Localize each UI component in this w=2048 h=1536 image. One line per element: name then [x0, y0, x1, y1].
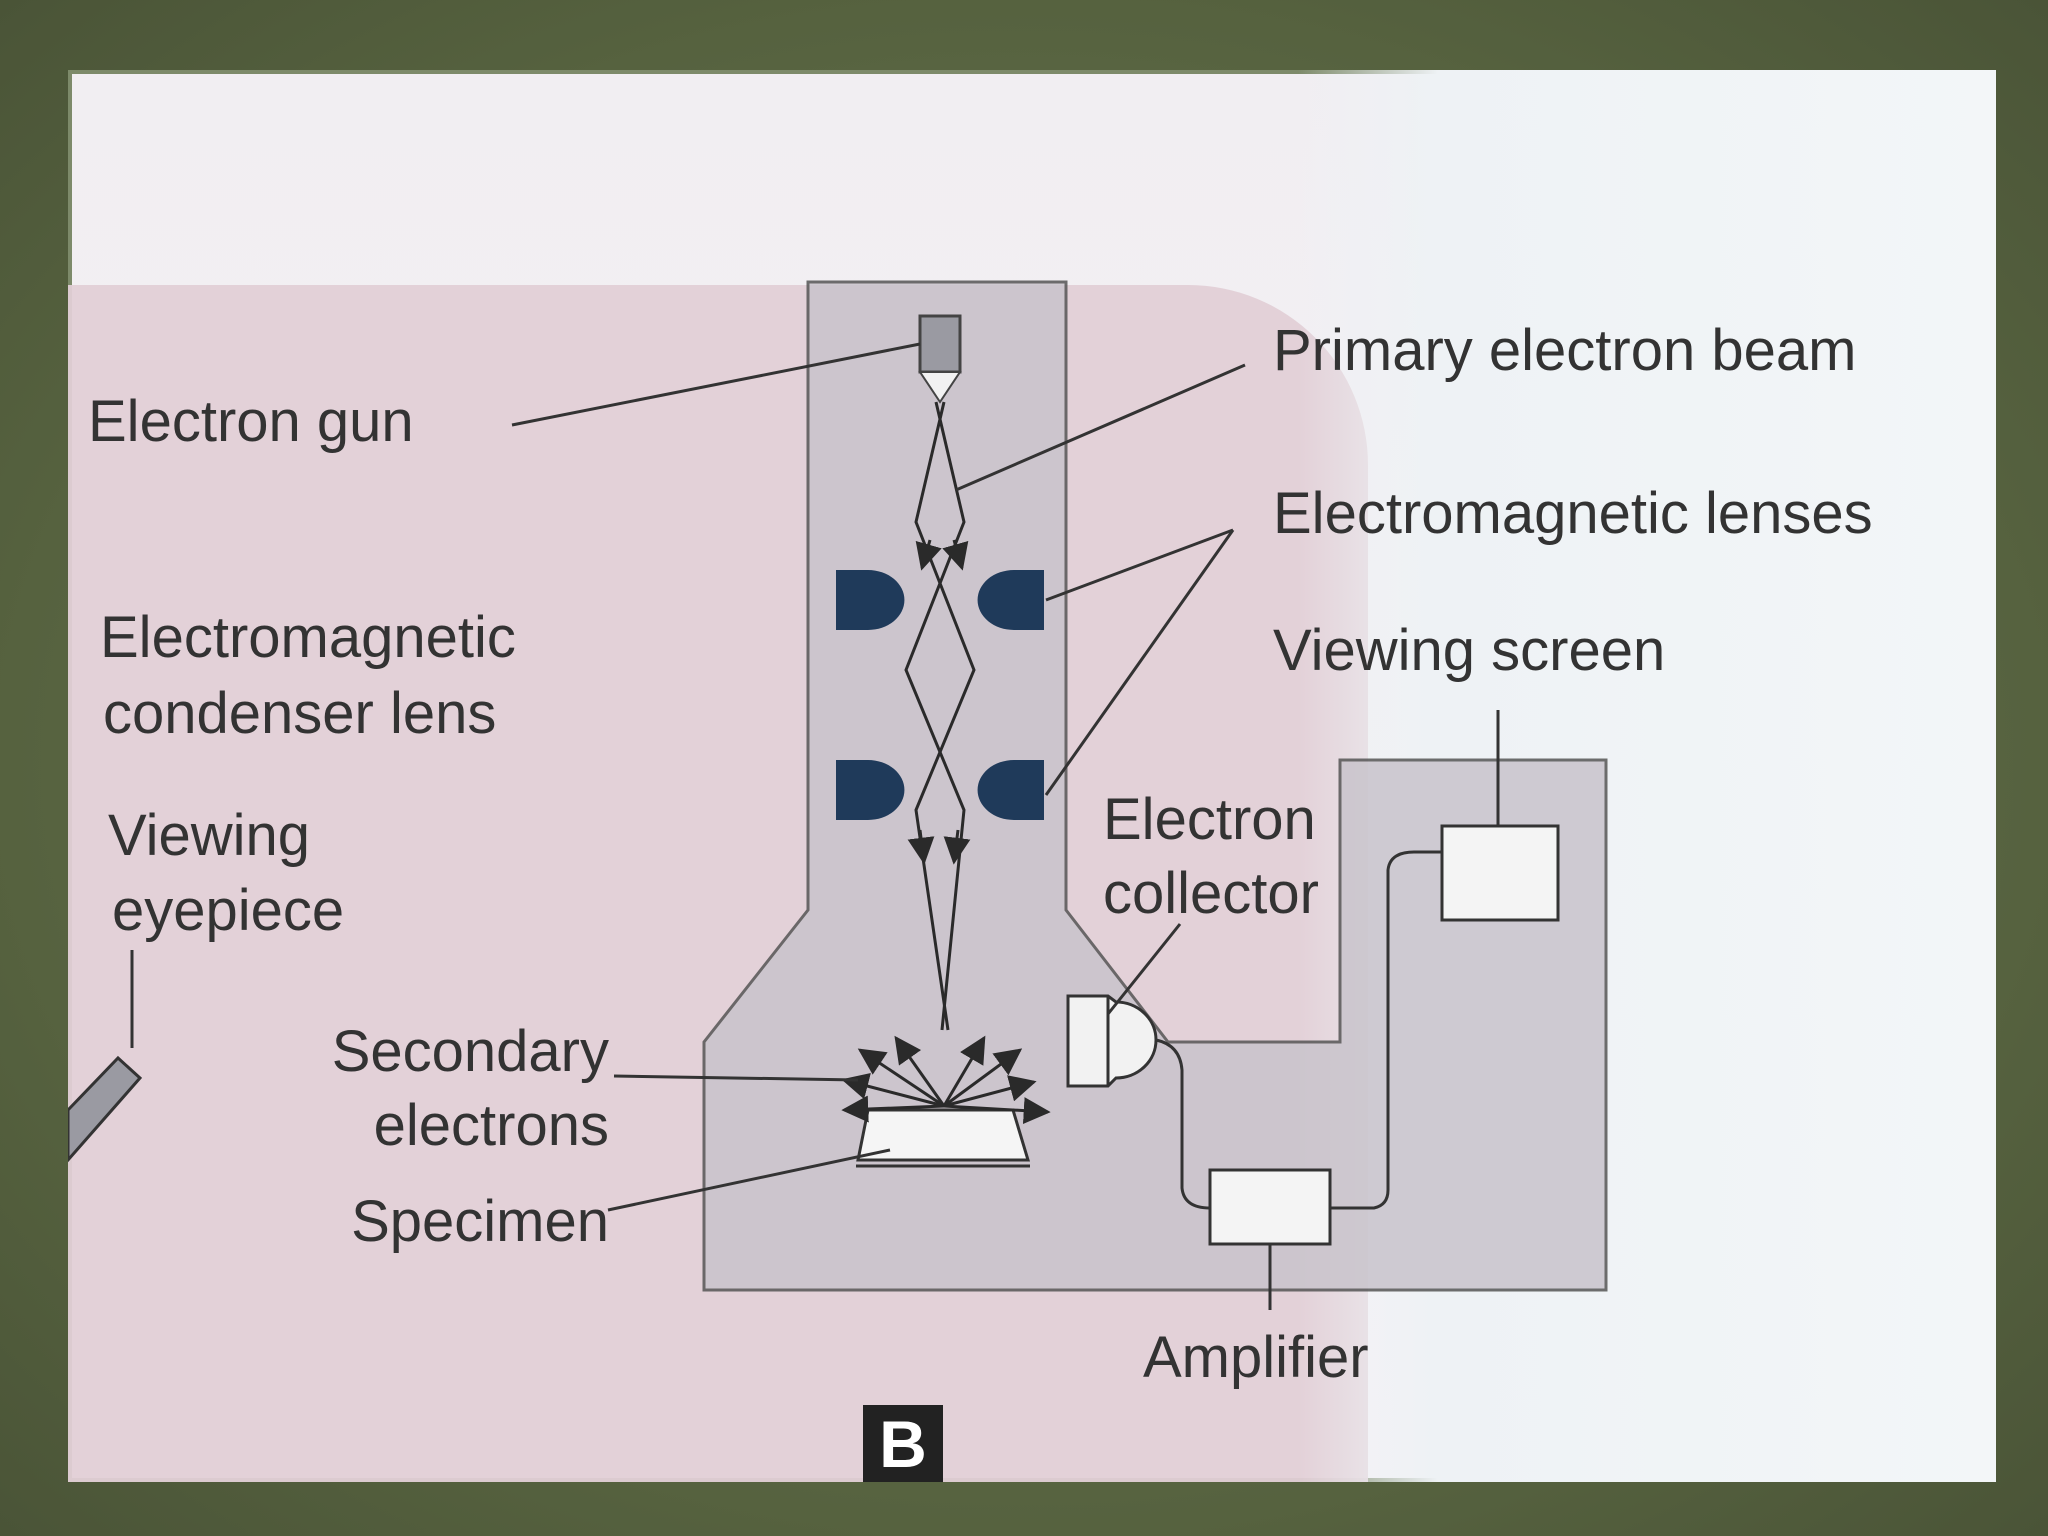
- label-em-lenses: Electromagnetic lenses: [1273, 481, 1873, 546]
- secondary-electron-arrows: [841, 1035, 1051, 1125]
- leader-primary-beam: [955, 363, 1246, 492]
- beam-arrow-4: [943, 829, 971, 865]
- beam-left: [904, 401, 966, 1031]
- specimen-slab: [856, 1108, 1031, 1162]
- wire-amplifier-screen: [1330, 850, 1442, 1210]
- lens-upper-right: [977, 570, 1044, 630]
- label-secondary-line1: Secondary: [331, 1019, 609, 1084]
- leader-em-lens-lower: [1044, 529, 1235, 796]
- panel-letter-badge: B: [863, 1405, 943, 1482]
- label-amplifier: Amplifier: [1143, 1325, 1369, 1390]
- viewing-screen-box: [1440, 824, 1560, 922]
- amplifier-box: [1208, 1168, 1332, 1246]
- sem-diagram: [68, 280, 1608, 1310]
- label-condenser-line1: Electromagnetic: [100, 605, 516, 670]
- leader-collector: [1106, 923, 1182, 1015]
- label-primary-beam: Primary electron beam: [1273, 318, 1857, 383]
- eyepiece-fragment: [68, 1055, 143, 1163]
- lens-upper-left: [836, 570, 905, 630]
- electron-gun-block: [918, 314, 962, 374]
- label-eyepiece-line2: eyepiece: [112, 878, 345, 943]
- label-collector-line1: Electron: [1103, 787, 1316, 852]
- beam-right: [914, 401, 976, 1031]
- microscope-column: [702, 280, 1608, 1292]
- leader-specimen: [607, 1148, 891, 1212]
- wire-collector-amplifier: [1155, 1038, 1211, 1210]
- label-eyepiece-line1: Viewing: [108, 803, 311, 868]
- leader-electron-gun: [511, 342, 921, 427]
- paper-page: Electron gun Primary electron beam Elect…: [68, 70, 1996, 1482]
- label-secondary-line2: electrons: [373, 1093, 609, 1158]
- label-viewing-screen: Viewing screen: [1273, 618, 1666, 683]
- label-specimen: Specimen: [351, 1189, 609, 1254]
- leader-secondary: [613, 1074, 859, 1082]
- label-electron-gun: Electron gun: [88, 389, 414, 454]
- leader-em-lens-upper: [1045, 528, 1234, 602]
- electron-gun-tip: [918, 371, 962, 404]
- electron-collector: [1066, 994, 1158, 1088]
- label-collector-line2: collector: [1103, 861, 1319, 926]
- label-condenser-line2: condenser lens: [103, 681, 497, 746]
- beam-arrow-1: [915, 539, 942, 571]
- lens-lower-right: [977, 760, 1044, 820]
- beam-arrow-2: [942, 539, 969, 571]
- beam-arrow-3: [907, 829, 935, 865]
- lens-lower-left: [836, 760, 905, 820]
